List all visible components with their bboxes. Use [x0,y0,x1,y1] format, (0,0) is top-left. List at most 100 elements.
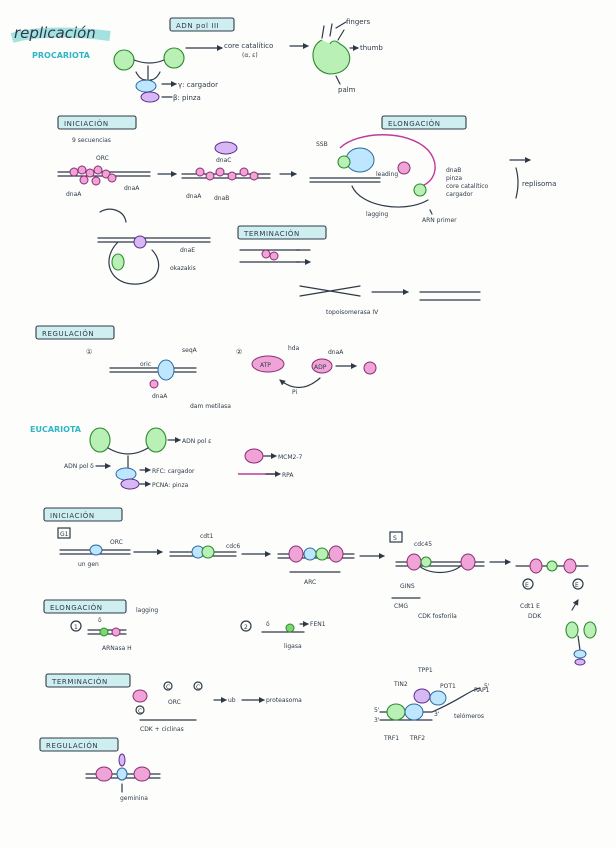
regulacion2-box [39,737,119,752]
dnae-label: dnaE [180,247,195,254]
regulacion-box [35,325,115,340]
e-mark-2: E [575,582,579,589]
pot1-label: POT1 [440,683,456,690]
ub-label: ub [228,697,236,704]
rfc-label: RFC: cargador [152,468,195,475]
terminacion-box [237,225,327,240]
atp-label: ATP [260,362,271,369]
regulacion-num2: ② [236,348,242,356]
adnpol3-label: ADN pol III [176,22,219,30]
beta-pinza-label: β: pinza [173,94,201,102]
adnpol3-block: ADN pol III core catalítico (α, ε) γ: ca… [113,17,383,103]
telomeros-block: TPP1 POT1 RAP1 TIN2 5' 3' 3' 5' telómero… [374,667,490,742]
cdt1-e-label: Cdt1 E [520,603,540,610]
ligasa-label: ligasa [284,643,302,650]
seqa-protein [157,359,175,381]
un-gen-label: un gen [78,561,99,568]
five-prime-2: 5' [484,683,490,690]
polymerase-hand-icon [312,39,351,75]
dam-label: dam metilasa [190,403,231,410]
geminina-label: geminina [120,795,148,802]
seqa-label: seqA [182,347,198,354]
cdk-ciclinas-label: CDK + ciclinas [140,726,184,733]
cdc6-label: cdc6 [226,543,240,550]
core-circle-left [113,49,135,71]
terminacion2-label: TERMINACIÓN [51,677,108,686]
adp-label: ADP [314,364,327,371]
leading-label: leading [376,171,398,178]
regulacion-eucariota: REGULACIÓN geminina [39,737,161,802]
e-mark: E [525,582,529,589]
pinza-label: pinza [446,175,462,182]
rpa-label: RPA [282,472,294,479]
okazaki-label: okazakis [170,265,196,272]
terminacion-label: TERMINACIÓN [243,229,300,238]
iniciacion-eucariota: INICIACIÓN G1 ORC un gen cdt1 cdc6 ARC S… [43,507,597,666]
telomeros-label: telómeros [454,713,484,720]
dnab-label: dnaB [214,195,229,202]
arc-label: ARC [304,579,316,586]
orc2-label: ORC [110,539,123,546]
iniciacion-box [57,115,137,130]
elong-num1: 1 [74,624,78,631]
iniciacion-label: INICIACIÓN [64,119,109,128]
trf1-label: TRF1 [383,735,399,742]
cmg-label: CMG [394,603,408,610]
arn-primer-label: ARN primer [422,217,457,224]
three-prime-2: 3' [434,711,440,718]
elongacion-procariota: ELONGACIÓN SSB leading lagging dnaB pinz… [309,115,556,224]
dnaa-reg-label: dnaA [152,393,168,400]
iniciacion2-label: INICIACIÓN [50,511,95,520]
lagging2-label: lagging [136,607,158,614]
delta-label-2: δ [266,621,270,628]
topoisomerasa-label: topoisomerasa IV [326,309,379,316]
dnaa-cluster-2 [195,167,259,181]
dnaa-label-2: dnaA [124,185,140,192]
g1-label: G1 [60,531,69,538]
mcm-label: MCM2-7 [278,454,303,461]
dnaa-atp-ring [251,355,285,373]
adnpol-e-label: ADN pol ε [182,438,211,445]
cdt1-label: cdt1 [200,533,213,540]
terminacion-procariota: TERMINACIÓN topoisomerasa IV [237,225,481,316]
fen1-label: FEN1 [310,621,326,628]
s-box [389,531,403,543]
mcm-icon [244,448,264,464]
orc3-label: ORC [168,699,181,706]
trf2-label: TRF2 [409,735,425,742]
replisoma-label: replisoma [522,180,556,188]
core-catalitico-label: core catalítico [224,42,273,50]
c-mark-3: C [138,708,142,715]
palm-label: palm [338,86,356,94]
pi-label: Pi [292,389,297,396]
iniciacion-procariota: INICIACIÓN 9 secuencias ORC dnaA dnaA dn… [57,115,297,285]
gamma-complex [135,79,157,93]
regulacion2-label: REGULACIÓN [46,741,98,750]
core-circle-right [163,47,185,69]
dnaa-p-label: dnaA [328,349,344,356]
ssb-label: SSB [316,141,328,148]
core-cat2-label: core catalítico [446,183,489,190]
elongacion-box [381,115,467,130]
gamma-cargador-label: γ: cargador [178,81,218,89]
hda-label: hda [288,345,300,352]
thumb-label: thumb [360,44,383,52]
g1-box [57,527,71,539]
cdc45-label: cdc45 [414,541,432,548]
regulacion-procariota: REGULACIÓN ① oric seqA dnaA dam metilasa… [35,325,377,410]
terminacion-eucariota: TERMINACIÓN C C ORC C ub proteasoma CDK … [45,673,302,733]
eucariota-polimerasas: EUCARIOTA ADN pol ε ADN pol δ RFC: carga… [30,425,303,490]
tin2-label: TIN2 [393,681,408,688]
elongacion2-label: ELONGACIÓN [50,603,103,612]
adnpol-d-label: ADN pol δ [64,463,94,470]
cdk-fosforila-label: CDK fosforila [418,613,457,620]
dnac-label: dnaC [216,157,231,164]
regulacion-num1: ① [86,348,92,356]
regulacion-label: REGULACIÓN [42,329,94,338]
three-prime-1: 3' [374,717,380,724]
section-procariota: PROCARIOTA [32,51,91,60]
tpp1-label: TPP1 [417,667,433,674]
dnab2-label: dnaB [446,167,461,174]
gins-label: GINS [400,583,415,590]
